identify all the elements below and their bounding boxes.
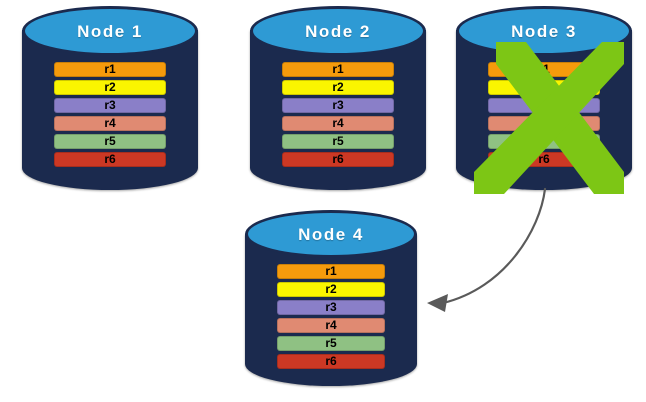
node-1-rows: r1 r2 r3 r4 r5 r6 [54,62,166,167]
node-3-row-r2[interactable]: r2 [488,80,600,95]
node-4-row-r5[interactable]: r5 [277,336,385,351]
node-3-rows: r1 r2 r3 r4 r5 r6 [488,62,600,167]
node-1-cylinder-top [22,6,198,56]
node-4[interactable]: Node 4 r1 r2 r3 r4 r5 r6 [245,210,417,388]
node-1-row-r2[interactable]: r2 [54,80,166,95]
node-2-row-r6[interactable]: r6 [282,152,394,167]
node-3-row-r1[interactable]: r1 [488,62,600,77]
node-4-row-r2[interactable]: r2 [277,282,385,297]
node-3-row-r3[interactable]: r3 [488,98,600,113]
node-4-cylinder-top [245,210,417,258]
failover-arrow-head [427,294,448,312]
node-1[interactable]: Node 1 r1 r2 r3 r4 r5 r6 [22,6,198,192]
node-1-row-r6[interactable]: r6 [54,152,166,167]
node-1-row-r5[interactable]: r5 [54,134,166,149]
node-1-row-r1[interactable]: r1 [54,62,166,77]
node-4-row-r1[interactable]: r1 [277,264,385,279]
node-4-row-r3[interactable]: r3 [277,300,385,315]
node-2-row-r5[interactable]: r5 [282,134,394,149]
node-2-cylinder-top [250,6,426,56]
node-3[interactable]: Node 3 r1 r2 r3 r4 r5 r6 [456,6,632,194]
node-4-rows: r1 r2 r3 r4 r5 r6 [277,264,385,369]
node-4-row-r4[interactable]: r4 [277,318,385,333]
node-2-row-r3[interactable]: r3 [282,98,394,113]
node-3-row-r6[interactable]: r6 [488,152,600,167]
node-3-row-r5[interactable]: r5 [488,134,600,149]
node-2-row-r4[interactable]: r4 [282,116,394,131]
node-2-row-r1[interactable]: r1 [282,62,394,77]
node-3-row-r4[interactable]: r4 [488,116,600,131]
node-2-row-r2[interactable]: r2 [282,80,394,95]
node-2-rows: r1 r2 r3 r4 r5 r6 [282,62,394,167]
node-1-row-r4[interactable]: r4 [54,116,166,131]
failover-arrow-path [441,187,547,305]
node-4-row-r6[interactable]: r6 [277,354,385,369]
node-1-row-r3[interactable]: r3 [54,98,166,113]
node-2[interactable]: Node 2 r1 r2 r3 r4 r5 r6 [250,6,426,192]
node-3-cylinder-top [456,6,632,56]
